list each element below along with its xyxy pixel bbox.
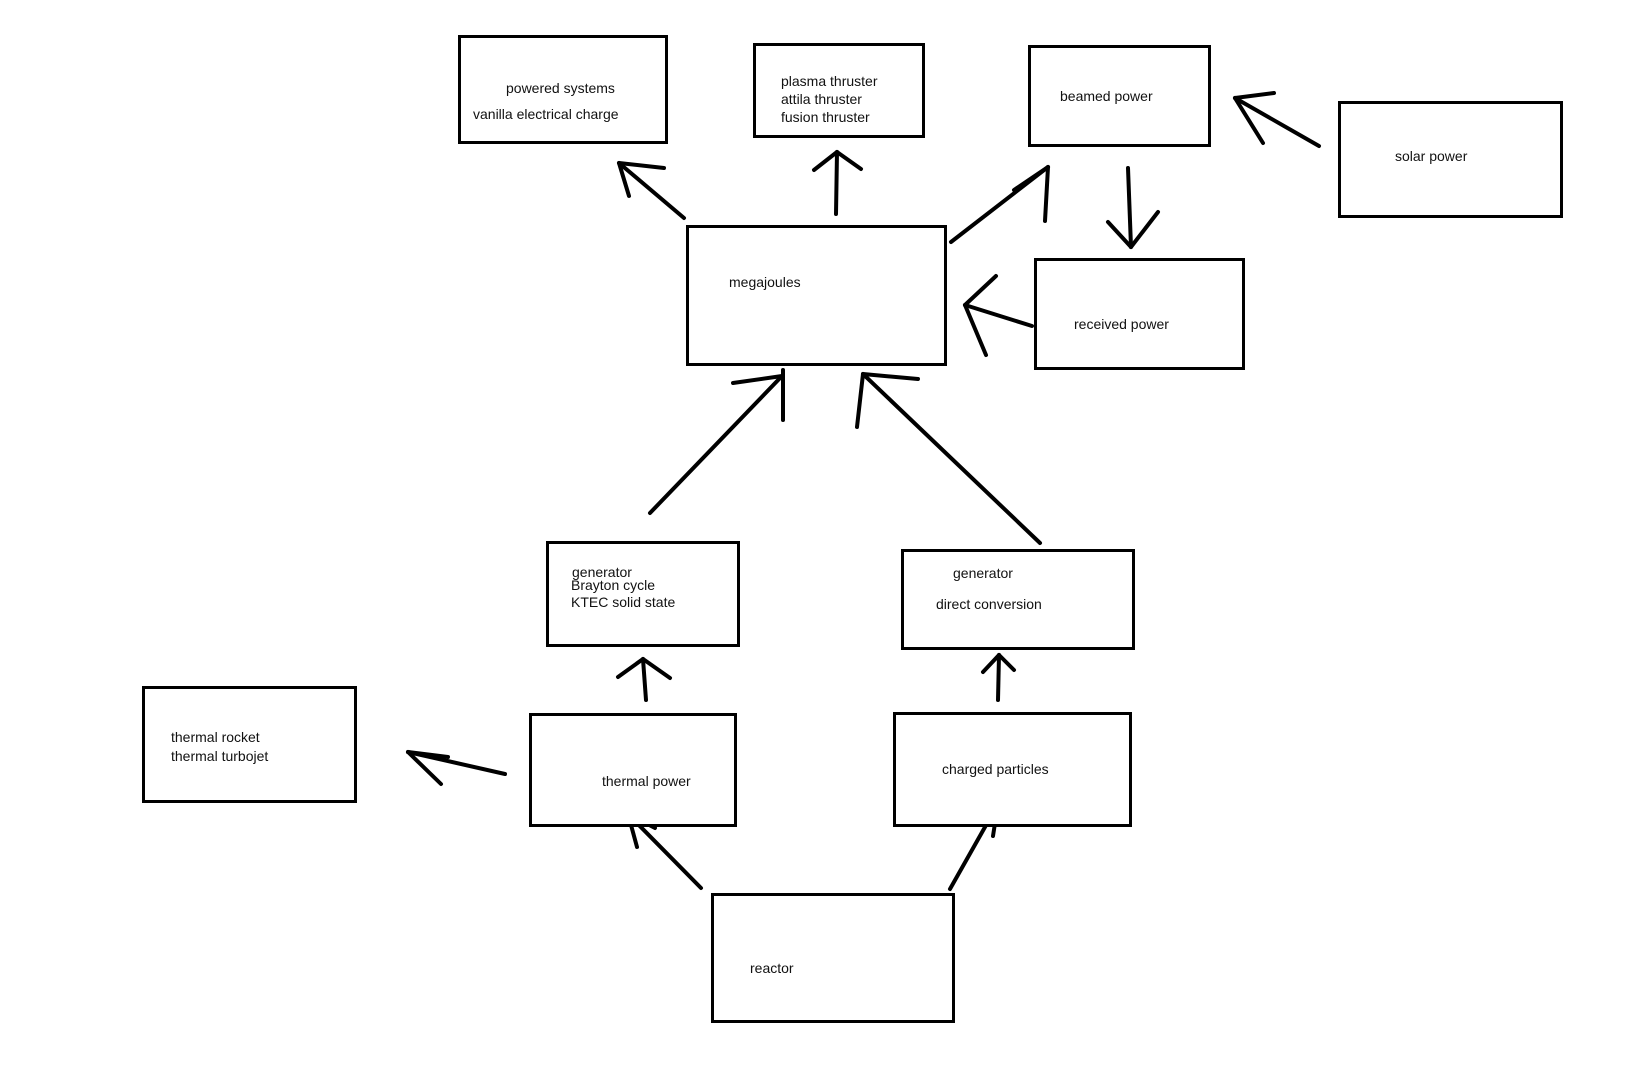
- arrow-thermal-power-to-generator-brayton: [641, 657, 648, 702]
- arrow-charged-particles-to-generator-direct: [996, 653, 1001, 702]
- node-label: Brayton cycle: [571, 577, 656, 593]
- node-label: megajoules: [729, 274, 801, 290]
- node-generator-direct: generator direct conversion: [901, 549, 1135, 650]
- node-charged-particles: charged particles: [893, 712, 1132, 827]
- arrow-generator-brayton-to-megajoules: [648, 374, 784, 515]
- arrow-charged-particles-to-generator-direct: [981, 653, 1001, 674]
- arrow-generator-direct-to-megajoules: [855, 372, 865, 429]
- node-label: powered systems: [506, 80, 615, 96]
- arrow-megajoules-to-powered-systems: [617, 161, 666, 170]
- arrow-megajoules-to-plasma-thruster: [834, 150, 839, 216]
- node-solar-power: solar power: [1338, 101, 1563, 218]
- arrow-beamed-power-to-received-power: [1126, 166, 1133, 249]
- node-received-power: received power: [1034, 258, 1245, 370]
- arrow-solar-power-to-beamed-power: [1233, 91, 1276, 100]
- node-label: vanilla electrical charge: [473, 106, 619, 122]
- arrow-beamed-power-to-received-power: [1129, 210, 1160, 249]
- arrow-generator-brayton-to-megajoules: [731, 374, 784, 385]
- arrow-thermal-power-to-thermal-rocket: [406, 750, 450, 759]
- node-label: thermal rocket: [171, 729, 260, 745]
- arrow-megajoules-to-plasma-thruster: [812, 150, 839, 172]
- arrow-megajoules-to-powered-systems: [617, 161, 631, 198]
- node-label: thermal power: [602, 773, 691, 789]
- arrow-solar-power-to-beamed-power: [1233, 96, 1321, 148]
- arrow-generator-direct-to-megajoules: [861, 372, 920, 381]
- node-label: plasma thruster: [781, 73, 878, 89]
- arrow-received-power-to-megajoules: [963, 303, 1034, 328]
- arrow-megajoules-to-beamed-power: [949, 165, 1050, 244]
- node-label: solar power: [1395, 148, 1468, 164]
- arrow-thermal-power-to-generator-brayton: [616, 657, 645, 679]
- arrow-charged-particles-to-generator-direct: [997, 653, 1016, 672]
- node-label: generator: [572, 564, 632, 580]
- arrow-megajoules-to-plasma-thruster: [835, 150, 863, 171]
- arrow-received-power-to-megajoules: [963, 303, 988, 357]
- node-label: attila thruster: [781, 91, 862, 107]
- node-label: received power: [1074, 316, 1169, 332]
- node-label: fusion thruster: [781, 109, 870, 125]
- arrow-thermal-power-to-thermal-rocket: [406, 750, 507, 776]
- node-megajoules: megajoules: [686, 225, 947, 366]
- node-label: generator: [953, 565, 1013, 581]
- node-label: direct conversion: [936, 596, 1042, 612]
- node-thermal-power: thermal power: [529, 713, 737, 827]
- arrow-beamed-power-to-received-power: [1106, 220, 1133, 249]
- node-label: reactor: [750, 960, 794, 976]
- node-label: thermal turbojet: [171, 748, 269, 764]
- node-label: charged particles: [942, 761, 1049, 777]
- arrow-solar-power-to-beamed-power: [1233, 96, 1265, 145]
- node-plasma-thruster: plasma thruster attila thruster fusion thr…: [753, 43, 925, 138]
- arrow-generator-direct-to-megajoules: [861, 372, 1042, 545]
- node-label: beamed power: [1060, 88, 1153, 104]
- node-thermal-rocket: thermal rocket thermal turbojet: [142, 686, 357, 803]
- node-label: KTEC solid state: [571, 594, 676, 610]
- arrow-megajoules-to-powered-systems: [617, 161, 686, 220]
- arrow-megajoules-to-beamed-power: [1043, 165, 1050, 223]
- arrow-received-power-to-megajoules: [963, 274, 998, 307]
- arrow-thermal-power-to-thermal-rocket: [406, 750, 443, 786]
- node-reactor: reactor: [711, 893, 955, 1023]
- arrow-megajoules-to-beamed-power: [1012, 165, 1050, 192]
- arrow-thermal-power-to-generator-brayton: [641, 657, 672, 680]
- node-beamed-power: beamed power: [1028, 45, 1211, 147]
- node-powered-systems: powered systems vanilla electrical charge: [458, 35, 668, 144]
